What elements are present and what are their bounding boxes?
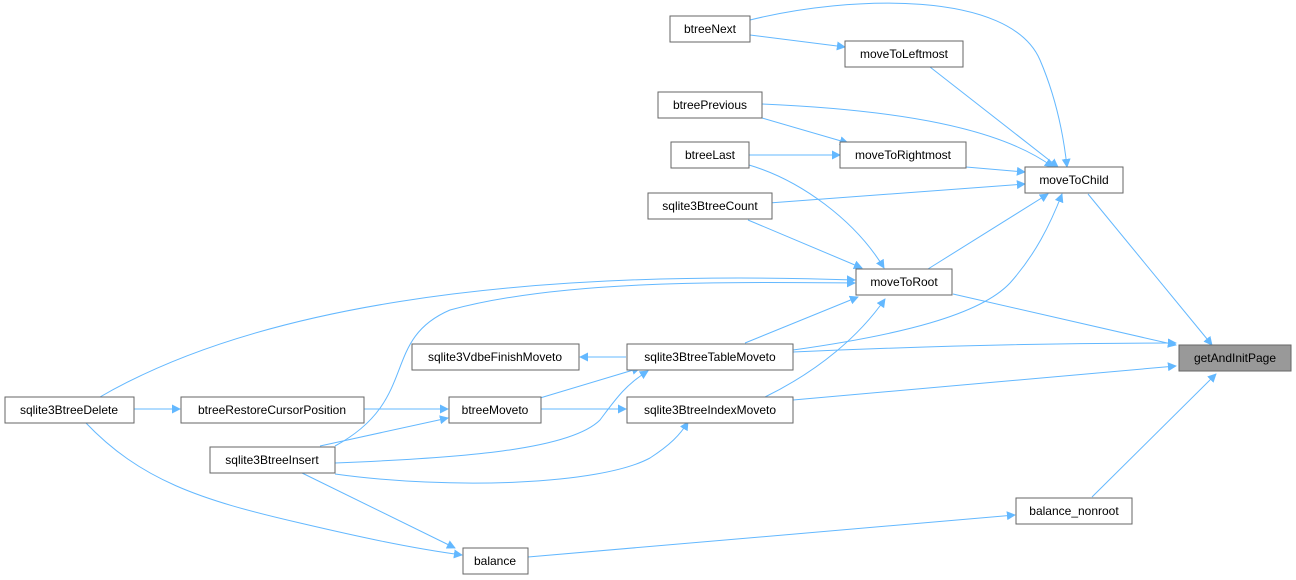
node-label: sqlite3BtreeCount (662, 199, 758, 213)
edge-tablemoveto-movetoroot (744, 295, 859, 344)
node-label: sqlite3BtreeDelete (20, 403, 118, 417)
node-balance[interactable]: balance (462, 547, 529, 575)
node-label: moveToRightmost (855, 148, 952, 162)
node-sqlite3btreecount[interactable]: sqlite3BtreeCount (647, 192, 773, 220)
edge-btreemoveto-tablemoveto (539, 366, 641, 399)
edge-btreecount-movetochild (768, 180, 1026, 204)
edge-btreenext-movetoleftmost (749, 34, 846, 51)
edge-movetoroot-movetochild (927, 193, 1049, 270)
edge-balancenonroot-getandinitpage (1091, 373, 1217, 498)
node-label: btreeNext (684, 22, 737, 36)
node-label: moveToLeftmost (860, 47, 949, 61)
node-btreemoveto[interactable]: btreeMoveto (448, 396, 542, 424)
node-movetorightmost[interactable]: moveToRightmost (839, 141, 967, 169)
edge-btreelast-movetoroot (748, 164, 885, 269)
node-btreenext[interactable]: btreeNext (669, 15, 751, 43)
node-sqlite3btreeinsert[interactable]: sqlite3BtreeInsert (209, 446, 336, 474)
edge-btreeprevious-movetorightmost (761, 117, 849, 146)
edge-movetorightmost-movetochild (965, 166, 1026, 176)
node-label: moveToRoot (870, 275, 938, 289)
node-label: btreeRestoreCursorPosition (198, 403, 346, 417)
node-label: btreePrevious (673, 98, 747, 112)
edge-tablemoveto-movetochild (792, 193, 1064, 351)
edge-btreeinsert-tablemoveto (334, 370, 649, 464)
edge-movetochild-getandinitpage (1087, 193, 1213, 346)
edge-indexmoveto-movetoroot (764, 298, 886, 398)
node-movetoleftmost[interactable]: moveToLeftmost (844, 40, 964, 68)
edge-btreeinsert-btreemoveto (319, 415, 449, 447)
edge-btreecount-movetoroot (747, 219, 863, 270)
node-label: btreeLast (685, 148, 736, 162)
edge-btreenext-movetochild (749, 2, 1071, 168)
nodes: getAndInitPage moveToChild btreeNext mov… (4, 15, 1292, 575)
edge-btreeprevious-movetochild (761, 103, 1054, 168)
node-sqlite3btreetablemoveto[interactable]: sqlite3BtreeTableMoveto (626, 343, 794, 371)
edge-movetoleftmost-movetochild (929, 66, 1059, 168)
node-label: sqlite3BtreeInsert (225, 453, 319, 467)
node-btreerestorecursorposition[interactable]: btreeRestoreCursorPosition (180, 396, 365, 424)
node-btreeprevious[interactable]: btreePrevious (657, 91, 763, 119)
edge-btreedelete-balance (84, 421, 463, 559)
node-movetoroot[interactable]: moveToRoot (855, 268, 953, 296)
node-movetochild[interactable]: moveToChild (1024, 166, 1124, 194)
node-sqlite3btreeindexmoveto[interactable]: sqlite3BtreeIndexMoveto (626, 396, 794, 424)
edge-tablemoveto-getandinitpage (792, 338, 1177, 353)
node-label: balance (474, 554, 516, 568)
node-getandinitpage[interactable]: getAndInitPage (1178, 344, 1292, 372)
edge-indexmoveto-getandinitpage (792, 362, 1177, 401)
node-balancenonroot[interactable]: balance_nonroot (1015, 497, 1133, 525)
node-label: sqlite3BtreeIndexMoveto (644, 403, 776, 417)
edge-movetoroot-getandinitpage (952, 293, 1177, 348)
edge-btreeinsert-movetoroot (334, 278, 856, 447)
edge-balance-balancenonroot (527, 511, 1016, 558)
node-sqlite3vdbefinishmoveto[interactable]: sqlite3VdbeFinishMoveto (411, 343, 580, 371)
node-sqlite3btreedelete[interactable]: sqlite3BtreeDelete (4, 396, 135, 424)
node-label: balance_nonroot (1029, 504, 1119, 518)
edge-btreeinsert-balance (299, 471, 456, 549)
node-label: sqlite3BtreeTableMoveto (644, 350, 776, 364)
node-label: btreeMoveto (462, 403, 529, 417)
node-label: moveToChild (1039, 173, 1108, 187)
edges (84, 2, 1217, 559)
node-label: getAndInitPage (1194, 351, 1276, 365)
edge-btreeinsert-indexmoveto (334, 421, 689, 484)
node-btreelast[interactable]: btreeLast (670, 141, 750, 169)
node-label: sqlite3VdbeFinishMoveto (428, 350, 562, 364)
edge-btreedelete-movetoroot (99, 275, 856, 398)
